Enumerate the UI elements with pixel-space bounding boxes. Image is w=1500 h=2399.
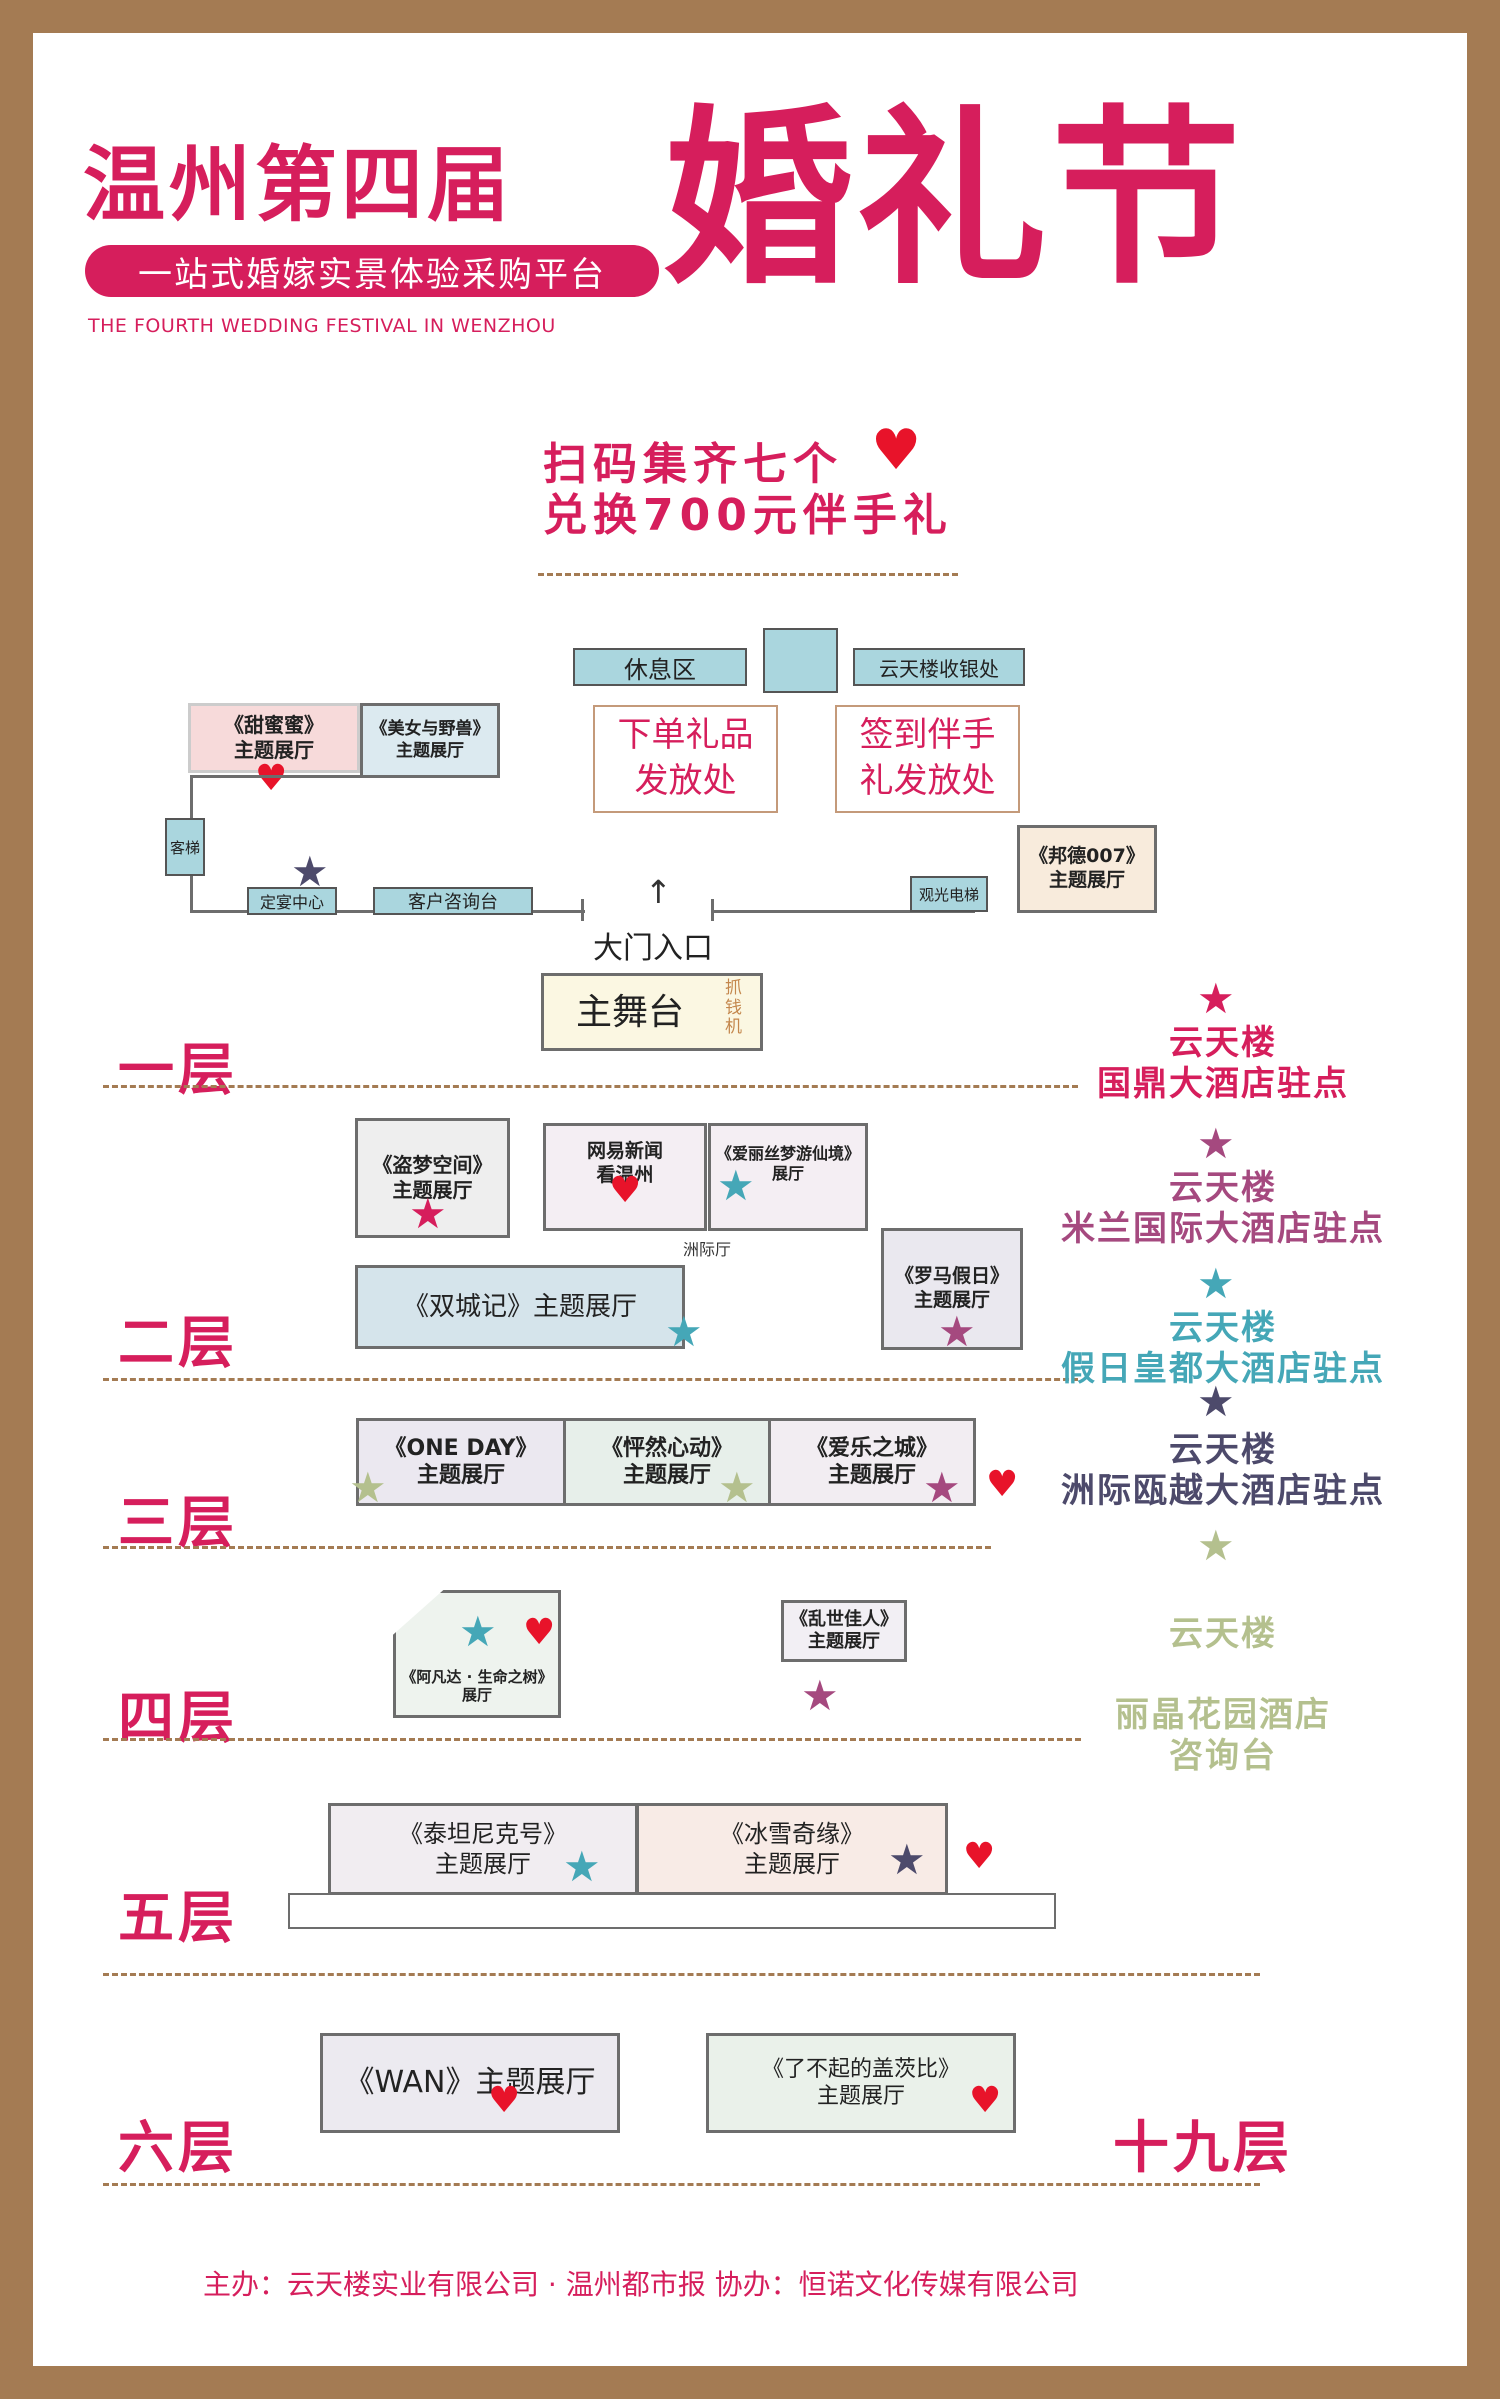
legend-line-2: 假日皇都大酒店驻点 <box>1061 1348 1385 1389</box>
star-icon: ★ <box>1197 974 1235 1023</box>
pillar <box>763 628 838 693</box>
floor-label-19: 十九层 <box>1113 2116 1293 2181</box>
star-icon: ★ <box>938 1307 976 1356</box>
hall-one-day[interactable]: 《ONE DAY》 主题展厅 <box>356 1418 566 1506</box>
floor-label-1: 一层 <box>118 1038 238 1103</box>
hall-beauty-beast[interactable]: 《美女与野兽》 主题展厅 <box>360 703 500 778</box>
hall-roman-holiday[interactable]: 《罗马假日》 主题展厅 <box>881 1228 1023 1350</box>
main-stage-label: 主舞台 <box>576 991 685 1033</box>
heart-icon: ♥ <box>488 2080 521 2121</box>
legend-line-2: 国鼎大酒店驻点 <box>1097 1063 1349 1104</box>
hall-alice[interactable]: 《爱丽丝梦游仙境》 展厅 <box>708 1123 868 1231</box>
divider <box>103 1085 1078 1088</box>
footer: 主办：云天楼实业有限公司 · 温州都市报 协办：恒诺文化传媒有限公司 <box>203 2268 1079 2301</box>
hall-netease[interactable]: 网易新闻 看温州 <box>543 1123 707 1231</box>
legend-line-1: 云天楼 <box>1169 1613 1277 1654</box>
promo-line-2: 兑换700元伴手礼 <box>543 490 953 541</box>
legend-line-2: 丽晶花园酒店 咨询台 <box>1115 1695 1331 1777</box>
star-icon: ★ <box>923 1463 961 1512</box>
hall-tale-two-cities[interactable]: 《双城记》主题展厅 <box>355 1265 685 1349</box>
legend-line-1: 云天楼 <box>1169 1430 1277 1470</box>
customer-service: 客户咨询台 <box>373 887 533 915</box>
hall-gatsby[interactable]: 《了不起的盖茨比》 主题展厅 <box>706 2033 1016 2133</box>
floor-label-6: 六层 <box>118 2116 238 2181</box>
legend-item: 云天楼 丽晶花园酒店 咨询台 <box>1053 1573 1393 1818</box>
divider <box>103 1973 1260 1976</box>
star-icon: ★ <box>291 847 329 896</box>
hall-bond[interactable]: 《邦德007》 主题展厅 <box>1017 825 1157 913</box>
star-icon: ★ <box>563 1842 601 1891</box>
heart-icon: ♥ <box>963 1836 996 1877</box>
legend-item: 云天楼 米兰国际大酒店驻点 <box>1053 1168 1393 1250</box>
legend-item: 云天楼 洲际瓯越大酒店驻点 <box>1053 1430 1393 1512</box>
main-title: 温州第四届 <box>83 138 514 233</box>
sightseeing-elevator: 观光电梯 <box>910 876 988 912</box>
rest-area: 休息区 <box>573 648 747 686</box>
divider <box>103 1378 1078 1381</box>
heart-icon: ♥ <box>609 1170 642 1211</box>
divider <box>103 1546 991 1549</box>
legend-line-2: 洲际瓯越大酒店驻点 <box>1061 1470 1385 1511</box>
wall <box>190 775 360 778</box>
hall-inception[interactable]: 《盗梦空间》 主题展厅 <box>355 1118 510 1238</box>
star-icon: ★ <box>717 1161 755 1210</box>
wall <box>581 899 584 921</box>
divider <box>538 573 958 576</box>
promo-line-1: 扫码集齐七个 <box>543 439 843 490</box>
zhouji-hall: 洲际厅 <box>683 1240 732 1259</box>
claw-machine: 抓 钱 机 <box>725 978 742 1038</box>
hall-lala-land[interactable]: 《爱乐之城》 主题展厅 <box>768 1418 976 1506</box>
subtitle-pill: 一站式婚嫁实景体验采购平台 <box>85 245 659 297</box>
star-icon: ★ <box>1197 1259 1235 1308</box>
divider <box>103 1738 1081 1741</box>
legend-line-1: 云天楼 <box>1169 1308 1277 1348</box>
gift-order-point: 下单礼品 发放处 <box>593 705 778 813</box>
legend-line-2: 米兰国际大酒店驻点 <box>1061 1208 1385 1249</box>
legend-line-1: 云天楼 <box>1169 1023 1277 1063</box>
big-title: 婚礼节 <box>663 89 1246 310</box>
star-icon: ★ <box>1197 1377 1235 1426</box>
heart-icon: ♥ <box>871 418 922 483</box>
floor-label-4: 四层 <box>118 1686 238 1751</box>
legend-line-1: 云天楼 <box>1169 1168 1277 1208</box>
star-icon: ★ <box>888 1835 926 1884</box>
floor-label-3: 三层 <box>118 1491 238 1556</box>
hall-sweet[interactable]: 《甜蜜蜜》 主题展厅 <box>188 703 360 773</box>
poster: 温州第四届 婚礼节 一站式婚嫁实景体验采购平台 THE FOURTH WEDDI… <box>33 33 1467 2366</box>
star-icon: ★ <box>718 1463 756 1512</box>
heart-icon: ♥ <box>255 758 288 799</box>
gift-signin-point: 签到伴手 礼发放处 <box>835 705 1020 813</box>
heart-icon: ♥ <box>986 1464 1019 1505</box>
entrance-arrow: ↑ <box>645 873 672 911</box>
main-stage[interactable]: 主舞台 <box>541 973 763 1051</box>
star-icon: ★ <box>349 1463 387 1512</box>
star-icon: ★ <box>665 1307 703 1356</box>
corridor <box>288 1893 1056 1929</box>
cashier: 云天楼收银处 <box>853 648 1025 686</box>
star-icon: ★ <box>459 1607 497 1656</box>
floor-label-5: 五层 <box>118 1886 238 1951</box>
star-icon: ★ <box>801 1671 839 1720</box>
legend-item: 云天楼 假日皇都大酒店驻点 <box>1053 1308 1393 1390</box>
legend-item: 云天楼 国鼎大酒店驻点 <box>1053 1023 1393 1105</box>
hall-gone-with-wind[interactable]: 《乱世佳人》 主题展厅 <box>781 1600 907 1662</box>
entrance: 大门入口 <box>593 931 713 966</box>
divider <box>103 2183 1260 2186</box>
star-icon: ★ <box>1197 1119 1235 1168</box>
guest-elevator: 客梯 <box>165 818 205 876</box>
wall <box>713 910 975 913</box>
hall-heart-beat[interactable]: 《怦然心动》 主题展厅 <box>563 1418 771 1506</box>
english-title: THE FOURTH WEDDING FESTIVAL IN WENZHOU <box>88 315 556 337</box>
hall-avatar[interactable]: 《阿凡达 · 生命之树》 展厅 <box>393 1590 561 1718</box>
floor-label-2: 二层 <box>118 1311 238 1376</box>
banquet-center: 定宴中心 <box>247 887 337 915</box>
heart-icon: ♥ <box>523 1612 556 1653</box>
star-icon: ★ <box>409 1189 447 1238</box>
hall-wan[interactable]: 《WAN》主题展厅 <box>320 2033 620 2133</box>
star-icon: ★ <box>1197 1521 1235 1570</box>
heart-icon: ♥ <box>969 2080 1002 2121</box>
wall <box>711 899 714 921</box>
